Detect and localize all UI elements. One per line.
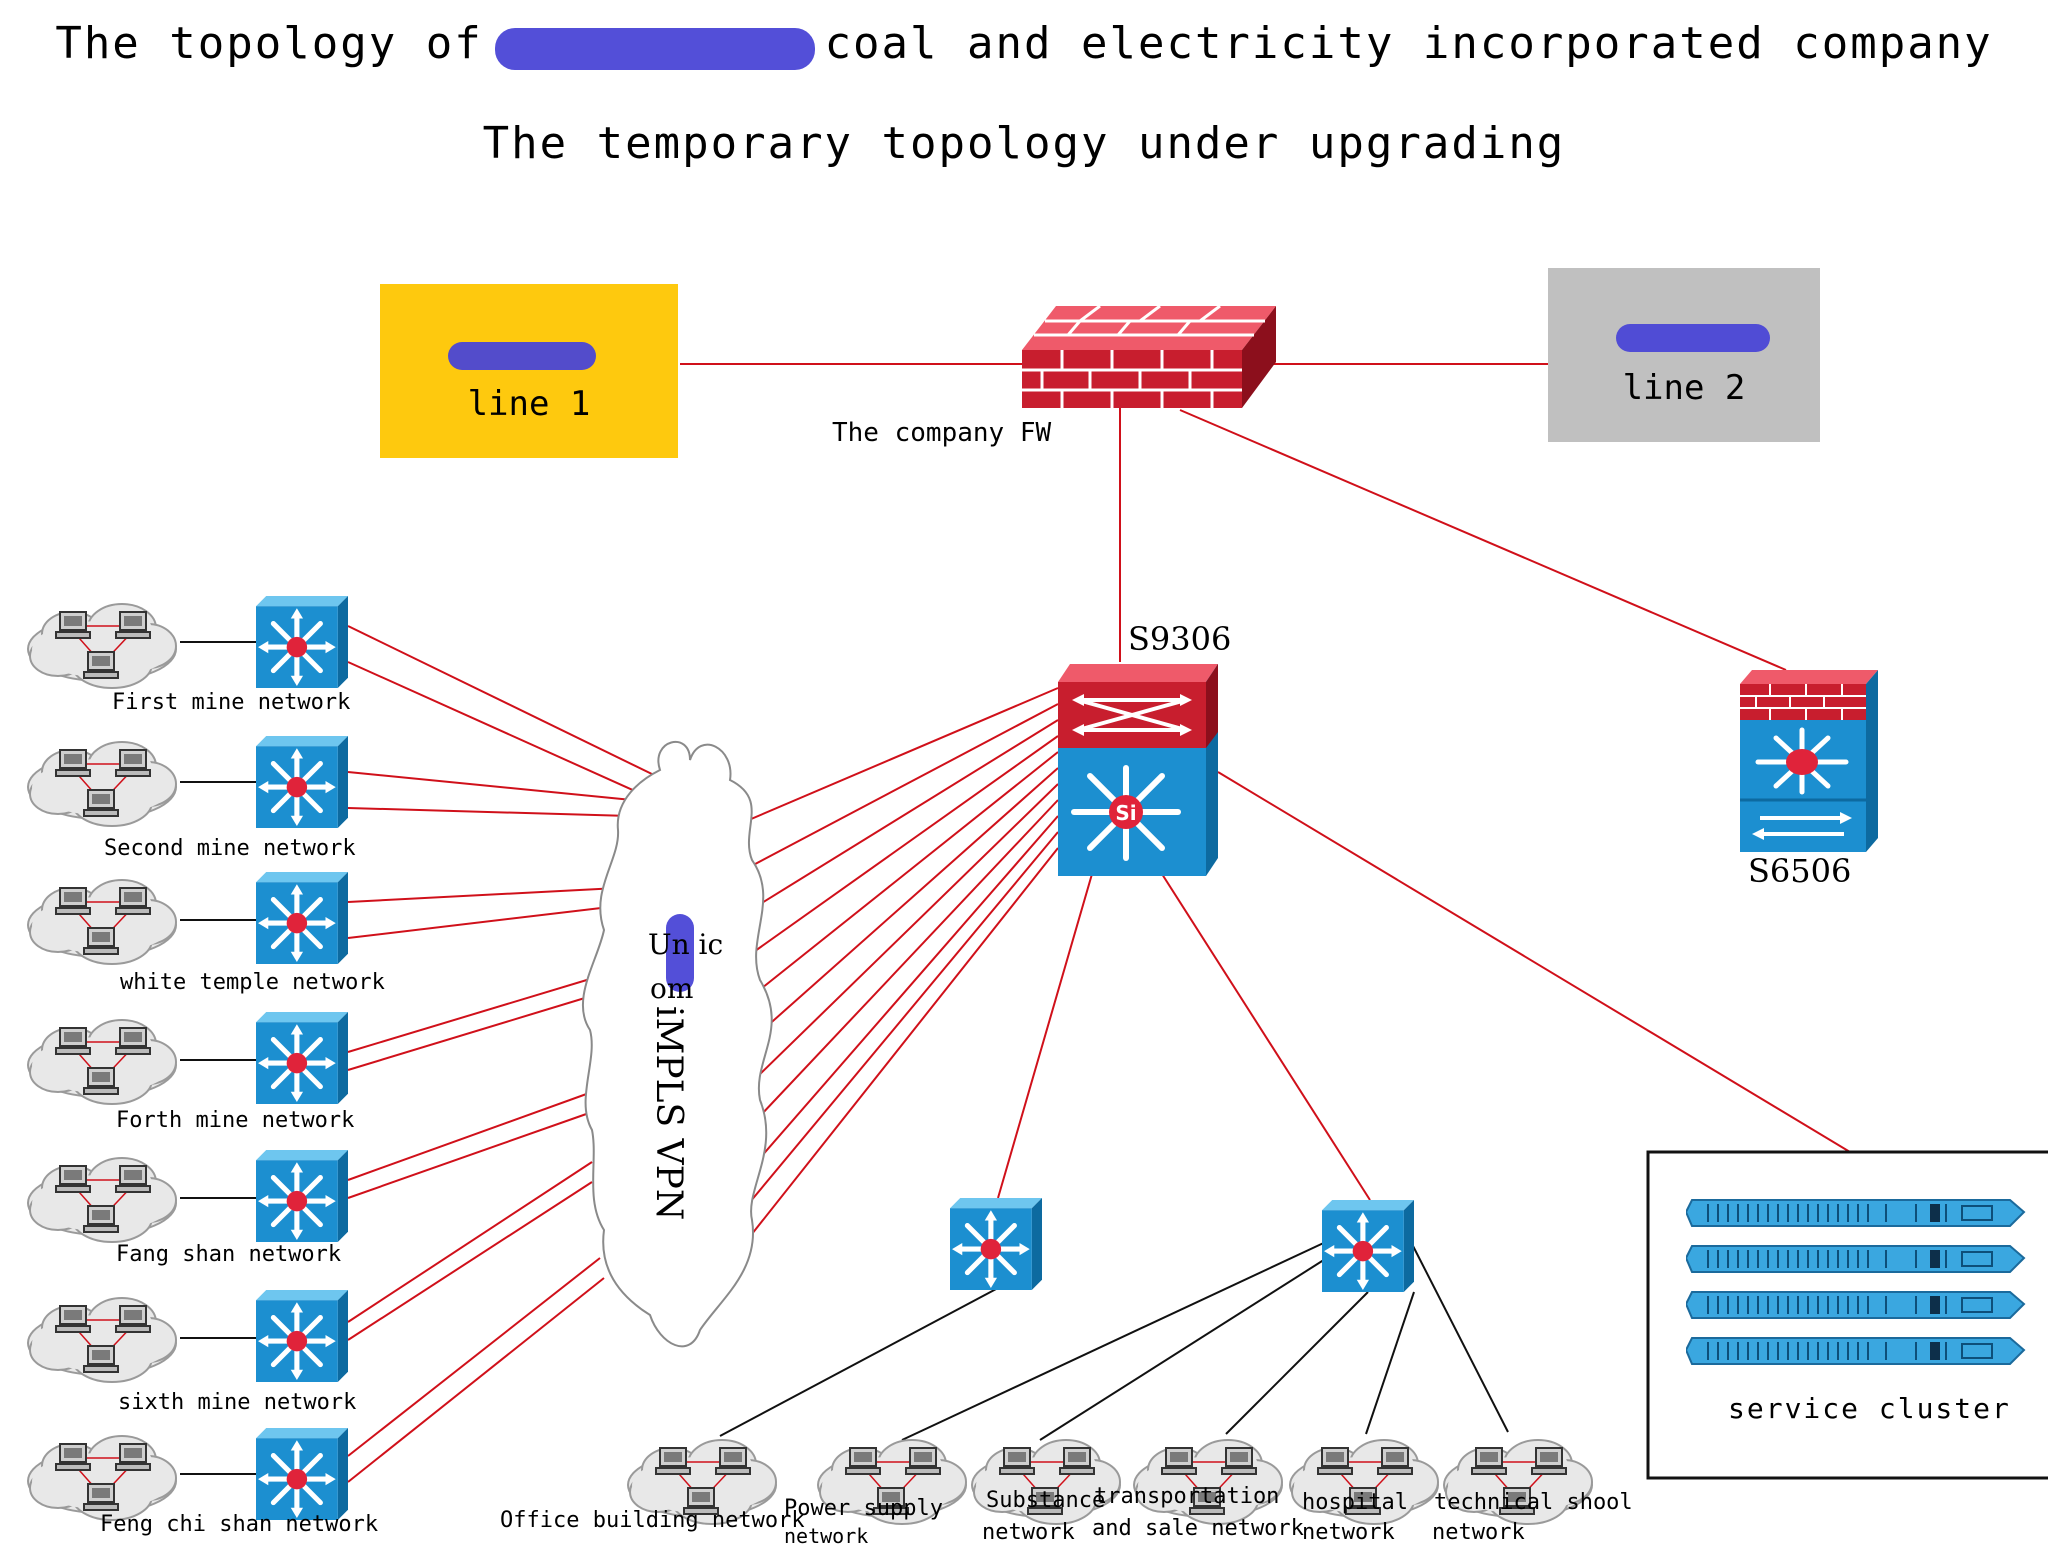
- mpls-label-vertical: iMPLS VPN: [648, 1006, 689, 1221]
- isp-line-1-label: line 1: [467, 384, 591, 424]
- firewall-label: The company FW: [832, 418, 1052, 448]
- mine-network-label: Fang shan network: [116, 1242, 342, 1267]
- mine-network-label: First mine network: [112, 690, 351, 715]
- line1-redaction: [448, 342, 596, 370]
- mine-lan-links: [180, 641, 258, 1475]
- title-redaction: [495, 28, 815, 70]
- mpls-cloud: [581, 741, 773, 1348]
- campus-network-label: transportation: [1094, 1484, 1280, 1509]
- mine-network-icons: [27, 596, 348, 1521]
- core-switch-icon: [1058, 664, 1218, 876]
- mine-to-mpls-links: [347, 625, 657, 1483]
- campus-network-label: network: [1302, 1520, 1395, 1545]
- firewall-icon: [1022, 304, 1276, 408]
- campus-network-label: and sale network: [1092, 1516, 1304, 1541]
- campus-network-label: network: [982, 1520, 1075, 1545]
- mpls-label-mid: om: [650, 972, 694, 1005]
- diagram-title: The topology of coal and electricity inc…: [55, 18, 1993, 69]
- core-links: [997, 771, 1851, 1201]
- isp-line-2-box: [1548, 268, 1820, 442]
- campus-links: [719, 1239, 1509, 1441]
- campus-network-label: Substance: [986, 1488, 1106, 1513]
- firewall-switch-label: S6506: [1748, 852, 1852, 890]
- isp-line-1-box: [380, 284, 678, 458]
- campus-network-label: network: [1432, 1520, 1525, 1545]
- mpls-label-top: Un ic: [648, 928, 724, 961]
- mine-network-label: white temple network: [120, 970, 385, 995]
- service-cluster-label: service cluster: [1728, 1392, 2011, 1425]
- campus-network-label: network: [784, 1524, 869, 1548]
- firewall-switch-icon: [1740, 670, 1878, 852]
- campus-network-label: technical shool: [1434, 1490, 1633, 1515]
- mine-network-label: sixth mine network: [118, 1390, 357, 1415]
- diagram-subtitle: The temporary topology under upgrading: [482, 118, 1566, 169]
- wan-links: [680, 363, 1787, 671]
- core-to-mpls-links: [729, 687, 1059, 1245]
- isp-line-2-label: line 2: [1622, 368, 1746, 408]
- core-switch-badge: Si: [1115, 801, 1136, 825]
- mpls-redaction: [666, 914, 694, 992]
- campus-network-label: hospital: [1302, 1490, 1408, 1515]
- distribution-switch-icons: [950, 1198, 1414, 1292]
- core-switch-label: S9306: [1128, 620, 1232, 658]
- campus-network-label: Office building network: [500, 1508, 805, 1533]
- line2-redaction: [1616, 324, 1770, 352]
- mine-network-label: Second mine network: [104, 836, 356, 861]
- mine-network-label: Feng chi shan network: [100, 1512, 379, 1537]
- campus-network-label: Power supply: [784, 1496, 943, 1521]
- mine-network-label: Forth mine network: [116, 1108, 355, 1133]
